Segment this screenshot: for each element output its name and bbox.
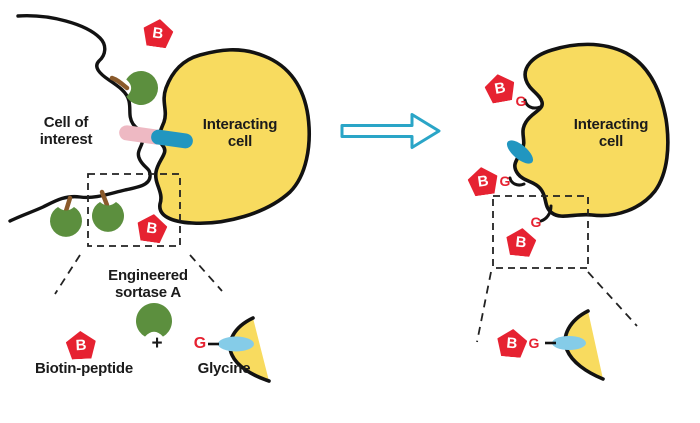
reaction-arrow — [340, 113, 441, 149]
inset-membrane-wedge-left-stroke — [228, 316, 271, 383]
glycine-tag-inset-right: G — [528, 335, 540, 351]
zoom-line-left-a — [54, 254, 81, 295]
interacting-cell-label-left: Interacting cell — [202, 116, 278, 150]
sortase-enzyme-1 — [126, 71, 159, 106]
sortase-stem-2 — [63, 195, 73, 214]
sortase-stem-3 — [99, 189, 110, 208]
inset-membrane-wedge-right-stroke — [563, 309, 605, 381]
zoom-line-left-b — [189, 254, 223, 292]
zoom-line-right-b — [587, 271, 638, 327]
tag-hook-1 — [523, 98, 542, 110]
inset-sortase-enzyme — [136, 303, 173, 337]
receptor-teal-pill — [151, 129, 193, 149]
inset-glycine-receptor-left — [218, 336, 254, 352]
sortase-enzyme-2 — [49, 207, 82, 237]
zoom-line-right-a — [476, 271, 492, 343]
inset-glycine-receptor-right — [552, 336, 586, 350]
glycine-tag-right-box: G — [530, 214, 542, 230]
glycine-tag-right-top: G — [515, 93, 527, 109]
interacting-cell-body-left — [153, 48, 311, 226]
glycine-label: Glycine — [197, 360, 251, 377]
cell-of-interest-label: Cell of interest — [39, 114, 93, 148]
tag-hook-3 — [539, 204, 553, 223]
glycine-tag-inset-left: G — [193, 335, 207, 352]
sortase-stem-1 — [109, 75, 130, 91]
interacting-cell-label-right: Interacting cell — [573, 116, 649, 150]
plus-sign: + — [151, 333, 163, 354]
biotin-peptide-label: Biotin-peptide — [34, 360, 134, 377]
receptor-teal-right — [506, 140, 534, 164]
zoom-box-left — [87, 173, 181, 247]
glycine-tag-right-mid: G — [499, 173, 511, 189]
sortase-enzyme-3 — [92, 202, 124, 232]
engineered-sortase-label: Engineered sortase A — [108, 267, 188, 301]
tag-hook-2 — [508, 176, 526, 187]
